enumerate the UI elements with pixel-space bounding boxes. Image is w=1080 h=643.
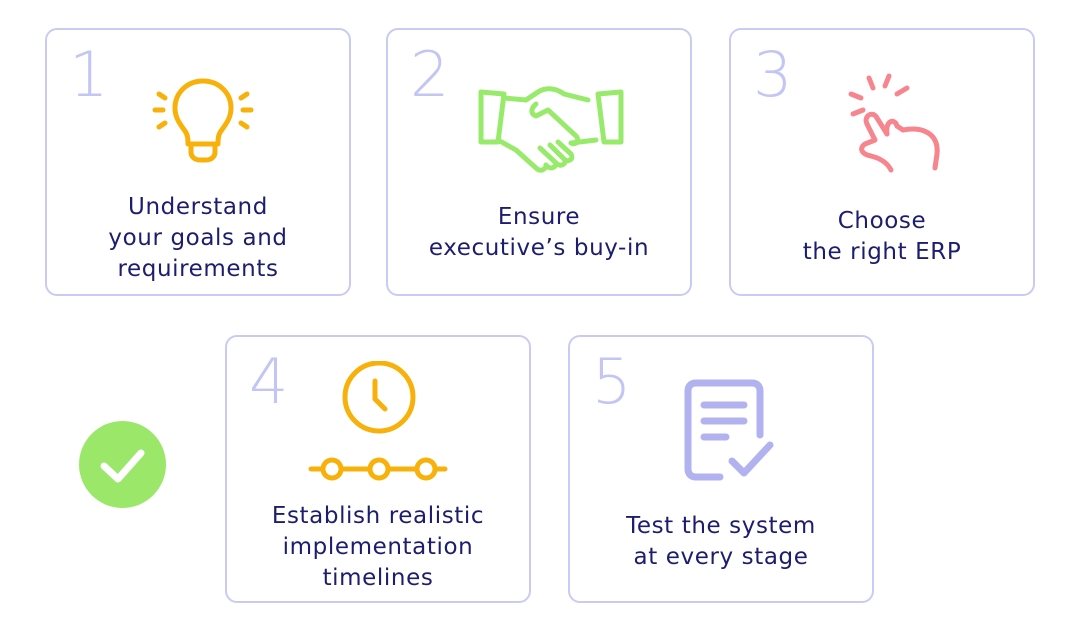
lightbulb-icon xyxy=(152,78,254,163)
checklist-document-icon xyxy=(684,379,774,481)
step-label: Understand your goals and requirements xyxy=(108,194,288,282)
step-card-3: 3 Choose the right ERP xyxy=(729,28,1035,296)
checkmark-circle-icon xyxy=(79,421,166,508)
step-number: 2 xyxy=(410,38,450,111)
step-label: Test the system at every stage xyxy=(626,513,816,570)
step-card-2: 2 Ensure executive’s buy-in xyxy=(386,28,692,296)
tap-finger-icon xyxy=(848,73,940,173)
step-card-5: 5 Test the system at every stage xyxy=(568,335,874,603)
handshake-icon xyxy=(478,86,624,173)
step-number: 5 xyxy=(592,345,632,418)
step-card-1: 1 Understand your goals and requirements xyxy=(45,28,351,296)
step-number: 4 xyxy=(249,345,289,418)
step-card-4: 4 Establish realistic implementation tim… xyxy=(225,335,531,603)
step-label: Establish realistic implementation timel… xyxy=(271,503,485,591)
step-number: 3 xyxy=(753,38,793,111)
step-number: 1 xyxy=(69,38,109,111)
step-label: Ensure executive’s buy-in xyxy=(428,204,650,261)
step-label: Choose the right ERP xyxy=(802,208,962,265)
clock-timeline-icon xyxy=(308,361,448,481)
